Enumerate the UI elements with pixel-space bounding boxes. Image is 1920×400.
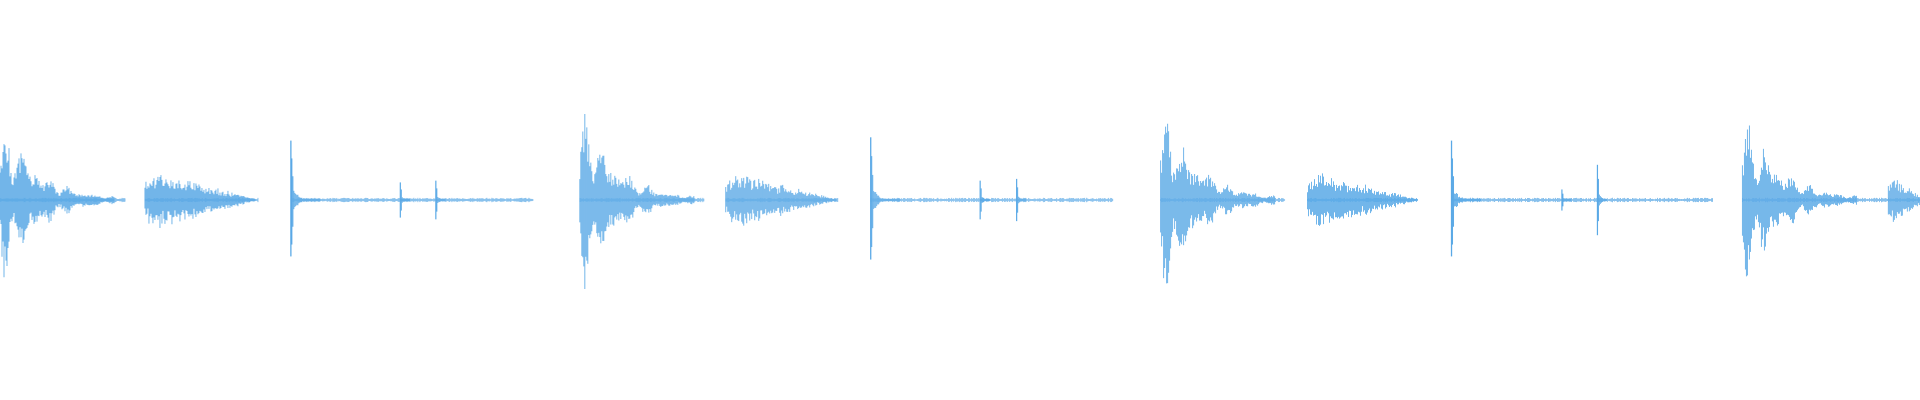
waveform-event-soft-hit: [725, 176, 837, 226]
waveform-event-soft-hit: [144, 175, 256, 229]
waveform-event-sustained-hit: [1160, 123, 1276, 284]
waveform-event-soft-hit: [1307, 173, 1418, 226]
waveform-event-tick: [399, 182, 410, 218]
waveform-event-sustained-hit: [1741, 125, 1857, 277]
waveform-event-tick: [435, 180, 446, 220]
waveform-event-sharp-transient: [290, 140, 321, 257]
waveform-event-sharp-transient: [870, 137, 901, 260]
waveform-event-tick: [1561, 189, 1572, 211]
waveform-event-tick: [1596, 164, 1607, 236]
waveform-event-sustained-hit: [0, 144, 115, 278]
waveform-event-sharp-transient: [1450, 140, 1481, 257]
waveform-event-tick: [1016, 178, 1027, 222]
waveform-event-tick: [979, 180, 990, 220]
waveform-event-sustained-hit: [579, 114, 695, 289]
waveform-event-soft-hit: [1887, 180, 1920, 222]
